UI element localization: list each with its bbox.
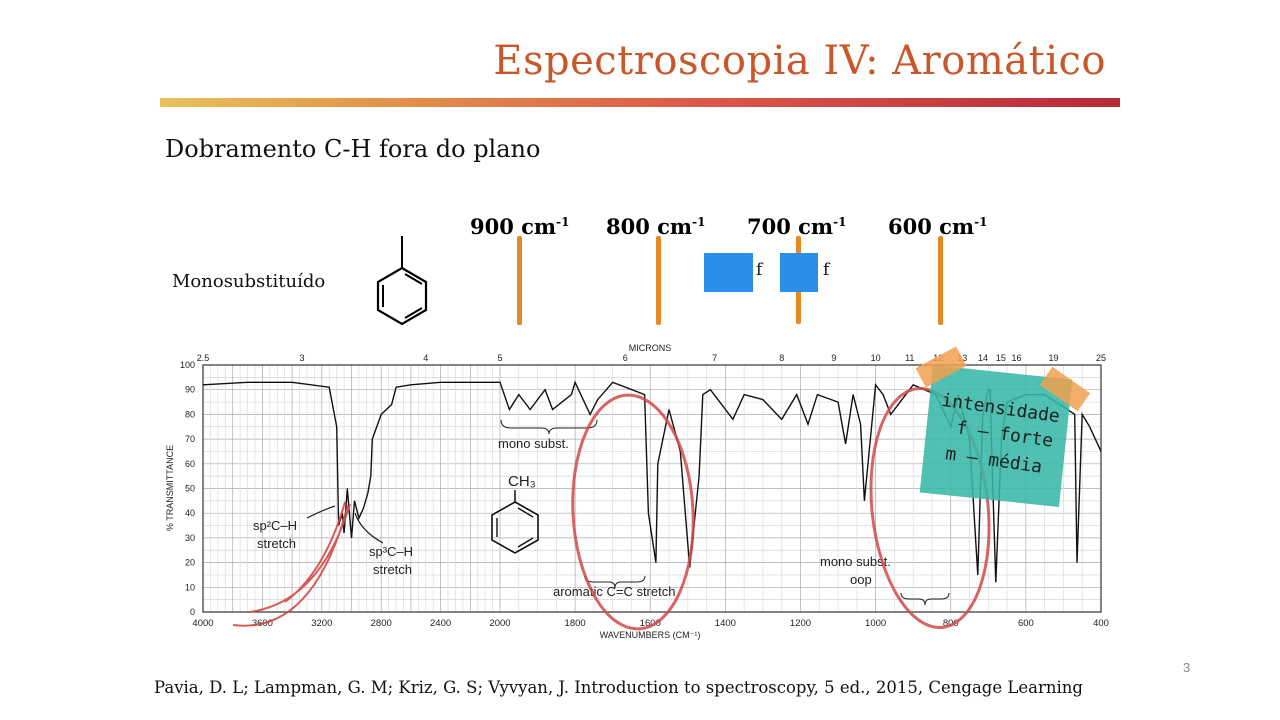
slide-title: Espectroscopia IV: Aromático <box>493 38 1106 84</box>
sp3-annotation-line1: sp³C–H <box>369 544 413 559</box>
x-tick-label: 1200 <box>790 618 811 629</box>
citation: Pavia, D. L; Lampman, G. M; Kriz, G. S; … <box>154 678 1083 697</box>
sp3-arrow <box>354 512 384 544</box>
toluene-structure <box>491 490 539 554</box>
micron-tick-label: 14 <box>978 353 988 363</box>
sp-highlight-strokes <box>232 501 351 627</box>
mono-subst-brace <box>500 419 598 435</box>
micron-tick-labels: 2.53456789101112131415161925 <box>197 353 1106 363</box>
y-tick-label: 70 <box>185 434 195 444</box>
y-tick-label: 20 <box>185 558 195 568</box>
slide-subtitle: Dobramento C-H fora do plano <box>165 135 541 163</box>
x-tick-label: 400 <box>1093 618 1109 629</box>
x-tick-label: 1600 <box>640 618 661 629</box>
micron-tick-label: 19 <box>1049 353 1059 363</box>
y-axis-label: % TRANSMITTANCE <box>165 445 175 531</box>
y-tick-label: 60 <box>185 459 195 469</box>
wavenumber-label-700: 700 cm-1 <box>747 214 847 239</box>
band-intensity-label-1: f <box>756 260 763 280</box>
oop-brace <box>900 592 950 606</box>
band-intensity-label-2: f <box>823 260 830 280</box>
micron-tick-label: 16 <box>1011 353 1021 363</box>
micron-tick-label: 2.5 <box>197 353 210 363</box>
x-tick-label: 800 <box>943 618 959 629</box>
methyl-label: CH₃ <box>508 473 536 490</box>
x-axis-label: WAVENUMBERS (CM⁻¹) <box>600 630 701 640</box>
micron-tick-label: 8 <box>779 353 784 363</box>
title-underline <box>160 98 1120 107</box>
x-tick-label: 1800 <box>565 618 586 629</box>
x-tick-label: 4000 <box>192 618 213 629</box>
y-tick-label: 30 <box>185 533 195 543</box>
y-tick-label: 80 <box>185 409 195 419</box>
wavenumber-label-800: 800 cm-1 <box>606 214 706 239</box>
y-tick-label: 40 <box>185 508 195 518</box>
mono-subst-annotation: mono subst. <box>498 436 569 451</box>
x-tick-label: 2800 <box>371 618 392 629</box>
x-tick-label: 2400 <box>430 618 451 629</box>
oop-highlight-circle <box>869 387 991 629</box>
x-tick-label: 1000 <box>865 618 886 629</box>
micron-tick-label: 9 <box>831 353 836 363</box>
micron-tick-label: 3 <box>299 353 304 363</box>
microns-axis-label: MICRONS <box>629 343 672 353</box>
sp2-annotation-line2: stretch <box>257 536 296 551</box>
band-box-2 <box>780 253 818 292</box>
monosubstituted-label: Monosubstituído <box>172 271 326 292</box>
y-tick-label: 100 <box>180 360 195 370</box>
y-tick-label: 90 <box>185 385 195 395</box>
sp2-annotation-line1: sp²C–H <box>253 518 297 533</box>
y-tick-label: 10 <box>185 582 195 592</box>
x-tick-label: 3200 <box>311 618 332 629</box>
micron-tick-label: 7 <box>712 353 717 363</box>
x-tick-label: 1400 <box>715 618 736 629</box>
aromatic-brace <box>584 575 646 589</box>
y-tick-label: 0 <box>190 607 195 617</box>
x-tick-label: 2000 <box>489 618 510 629</box>
benzene-structure <box>376 236 428 326</box>
micron-tick-label: 6 <box>623 353 628 363</box>
sp3-annotation-line2: stretch <box>373 562 412 577</box>
x-tick-label: 600 <box>1018 618 1034 629</box>
marker-600 <box>938 236 943 325</box>
wavenumber-label-600: 600 cm-1 <box>888 214 988 239</box>
marker-800 <box>656 236 661 325</box>
oop-annotation-line2: oop <box>850 572 872 587</box>
micron-tick-label: 4 <box>423 353 428 363</box>
wavenumber-label-900: 900 cm-1 <box>470 214 570 239</box>
page-number: 3 <box>1183 660 1191 675</box>
micron-tick-label: 10 <box>871 353 881 363</box>
aromatic-highlight-circle <box>571 393 695 631</box>
y-tick-labels: 0 10 20 30 40 50 60 70 80 90 100 <box>180 360 195 617</box>
sp2-arrow <box>306 505 336 519</box>
oop-annotation-line1: mono subst. <box>820 554 891 569</box>
plot-frame <box>202 364 1102 613</box>
aromatic-annotation: aromatic C=C stretch <box>553 584 675 599</box>
y-tick-label: 50 <box>185 484 195 494</box>
micron-tick-label: 15 <box>996 353 1006 363</box>
micron-tick-label: 5 <box>497 353 502 363</box>
marker-900 <box>517 236 522 325</box>
micron-tick-label: 11 <box>905 353 914 363</box>
band-box-1 <box>704 253 753 292</box>
micron-tick-label: 25 <box>1096 353 1106 363</box>
